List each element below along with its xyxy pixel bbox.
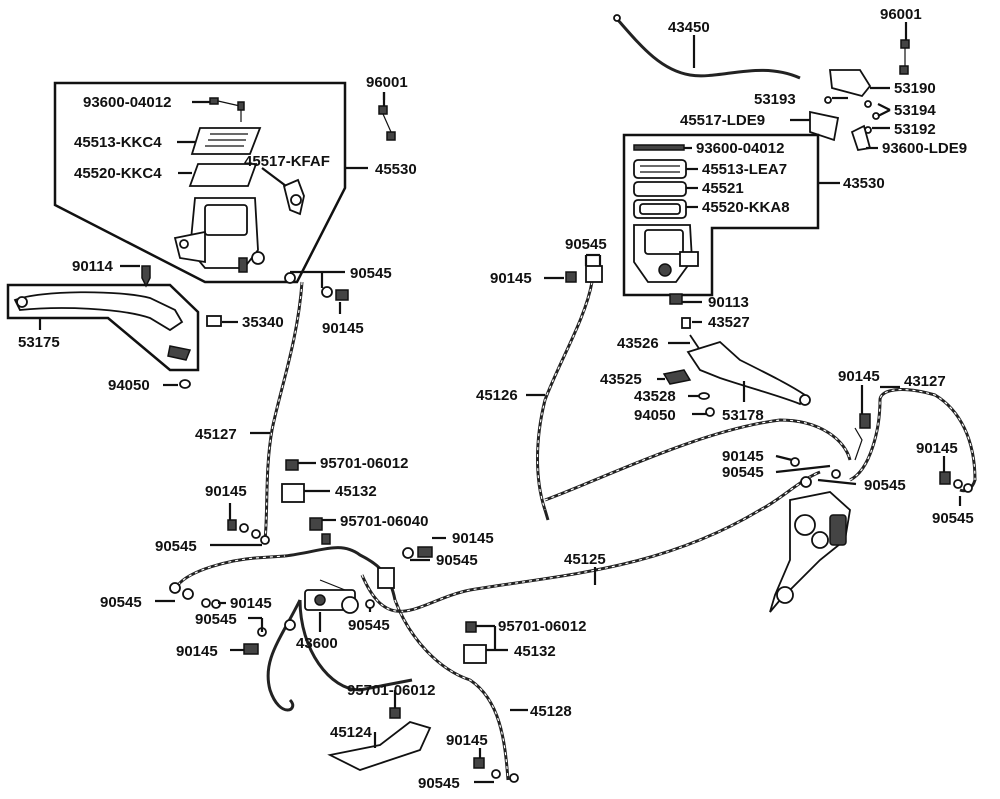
label-45125: 45125 [564, 551, 606, 568]
label-90145-center: 90145 [452, 530, 494, 547]
front-master-cylinder-group [53, 81, 396, 284]
label-95701-06012-upper: 95701-06012 [320, 455, 408, 472]
label-96001-rear: 96001 [880, 6, 922, 23]
label-45513-kkc4: 45513-KKC4 [74, 134, 162, 151]
label-90545-caliper: 90545 [864, 477, 906, 494]
label-45517-kfaf: 45517-KFAF [244, 153, 330, 170]
front-brake-hoses [169, 272, 821, 783]
label-90145-left-low: 90145 [230, 595, 272, 612]
label-45124: 45124 [330, 724, 372, 741]
label-90545-left-mid: 90545 [155, 538, 197, 555]
label-90145-rear-right: 90145 [916, 440, 958, 457]
label-90545-front-top: 90545 [350, 265, 392, 282]
hose-bracket [327, 721, 432, 771]
reservoir-cover [190, 127, 262, 155]
label-90545-rear-top: 90545 [565, 236, 607, 253]
lever-pivot-nut [179, 379, 191, 389]
front-lever-group [6, 265, 222, 389]
label-90145-front-top: 90145 [322, 320, 364, 337]
hose-clamp-mid [377, 567, 395, 589]
label-90545-left-lower: 90545 [195, 611, 237, 628]
label-53178: 53178 [722, 407, 764, 424]
rear-caliper [769, 491, 851, 613]
part-number-labels: 96001 93600-04012 45513-KKC4 45520-KKC4 … [18, 6, 974, 792]
label-90545-bottom: 90545 [418, 775, 460, 792]
cover-screws [209, 97, 245, 122]
label-45132-upper: 45132 [335, 483, 377, 500]
label-90545-center: 90545 [436, 552, 478, 569]
label-43600: 43600 [296, 635, 338, 652]
parking-brake-cable [616, 19, 801, 80]
label-45520-kka8: 45520-KKA8 [702, 199, 790, 216]
label-53192: 53192 [894, 121, 936, 138]
label-93600-04012-rear: 93600-04012 [696, 140, 784, 157]
label-90545-rear-right: 90545 [932, 510, 974, 527]
label-94050-front: 94050 [108, 377, 150, 394]
label-53190: 53190 [894, 80, 936, 97]
label-93600-lde9: 93600-LDE9 [882, 140, 967, 157]
label-90114: 90114 [72, 258, 114, 275]
front-lever-box [6, 283, 200, 372]
label-90145-left-mid: 90145 [205, 483, 247, 500]
label-45513-lea7: 45513-LEA7 [702, 161, 787, 178]
label-45126: 45126 [476, 387, 518, 404]
banjo-bolts-left [169, 459, 519, 783]
label-45132-lower: 45132 [514, 643, 556, 660]
diaphragm [188, 163, 258, 187]
label-53193: 53193 [754, 91, 796, 108]
label-90545-left-low: 90545 [100, 594, 142, 611]
label-96001-front: 96001 [366, 74, 408, 91]
label-90113: 90113 [708, 294, 749, 311]
label-43525: 43525 [600, 371, 642, 388]
label-90545-rear-left: 90545 [722, 464, 764, 481]
front-brake-lever [13, 291, 184, 332]
label-43526: 43526 [617, 335, 659, 352]
label-43530: 43530 [843, 175, 885, 192]
clamp-bolts [378, 92, 396, 141]
label-45127-front: 45127 [195, 426, 237, 443]
label-93600-04012-front: 93600-04012 [83, 94, 171, 111]
delay-valve [304, 579, 359, 614]
hose-clamp-upper [281, 483, 305, 503]
label-95701-06040: 95701-06040 [340, 513, 428, 530]
label-45530: 45530 [375, 161, 417, 178]
lever-pivot-bolt [141, 265, 151, 288]
label-45520-kkc4: 45520-KKC4 [74, 165, 162, 182]
label-43528: 43528 [634, 388, 676, 405]
label-45521: 45521 [702, 180, 744, 197]
label-90545-valve: 90545 [348, 617, 390, 634]
label-90145-bottom: 90145 [446, 732, 488, 749]
label-90145-left-bottom: 90145 [176, 643, 218, 660]
handlebar-clamp [282, 178, 305, 216]
front-master-cylinder-kit-box [53, 81, 347, 284]
label-43527: 43527 [708, 314, 750, 331]
label-95701-06012-lower: 95701-06012 [498, 618, 586, 635]
rear-brake-lever [686, 340, 807, 406]
label-94050-rear: 94050 [634, 407, 676, 424]
brake-light-switch [206, 315, 222, 327]
label-90145-rear-left: 90145 [722, 448, 764, 465]
label-90145-rear-mid: 90145 [838, 368, 880, 385]
master-cylinder-body [173, 197, 265, 273]
label-43127: 43127 [904, 373, 946, 390]
label-95701-06012-bottom: 95701-06012 [347, 682, 435, 699]
hose-clamp-lower [463, 644, 487, 664]
parking-lever-bracket [828, 69, 872, 98]
leader-lines [120, 22, 962, 784]
lever-pivot-spacer [167, 345, 192, 361]
label-53175: 53175 [18, 334, 60, 351]
label-90145-rear-top: 90145 [490, 270, 532, 287]
label-45517-lde9: 45517-LDE9 [680, 112, 765, 129]
label-45128: 45128 [530, 703, 572, 720]
rear-brake-group [536, 14, 977, 613]
rear-master-cylinder-kit-box [622, 133, 820, 297]
label-53194: 53194 [894, 102, 936, 119]
label-43450: 43450 [668, 19, 710, 36]
label-35340: 35340 [242, 314, 284, 331]
